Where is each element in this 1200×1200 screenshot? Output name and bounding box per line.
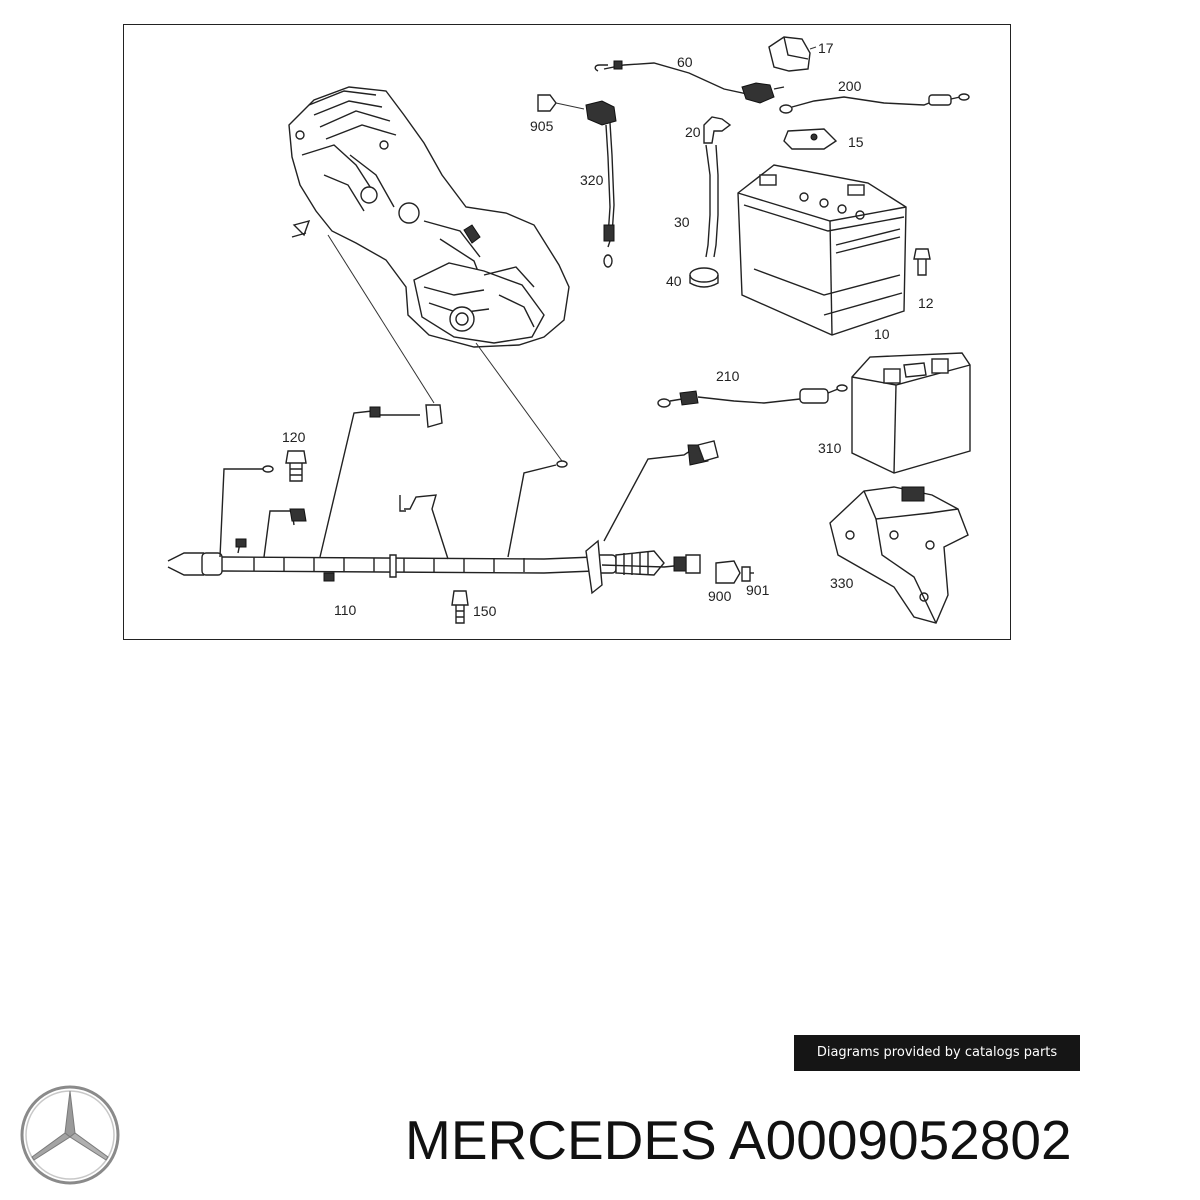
callout-210: 210 [716, 368, 740, 384]
callout-12: 12 [918, 295, 934, 311]
mercedes-star-logo-icon [20, 1085, 120, 1185]
part-905-sensor [537, 94, 585, 112]
callout-40: 40 [666, 273, 682, 289]
part-150-bolt [451, 590, 469, 624]
part-10-main-battery [737, 164, 907, 336]
part-12-bolt [913, 248, 931, 276]
parts-diagram: 17 60 200 905 15 20 320 30 40 12 10 210 … [123, 24, 1011, 640]
callout-905: 905 [530, 118, 554, 134]
part-330-bracket [829, 486, 969, 624]
part-17-terminal-cap [768, 36, 817, 72]
part-110-wiring-harness [167, 404, 719, 595]
parts-diagram-drawing: 17 60 200 905 15 20 320 30 40 12 10 210 … [167, 36, 971, 624]
callout-15: 15 [848, 134, 864, 150]
part-title: MERCEDES A0009052802 [405, 1109, 1072, 1171]
callout-30: 30 [674, 214, 690, 230]
callout-330: 330 [830, 575, 854, 591]
part-310-auxiliary-battery [851, 352, 971, 474]
part-120-bolt [285, 450, 307, 482]
part-200-cable [779, 93, 970, 114]
callout-60: 60 [677, 54, 693, 70]
engine-gearbox-assembly [288, 86, 570, 348]
part-901-connector [741, 566, 754, 582]
callout-10: 10 [874, 326, 890, 342]
callout-150: 150 [473, 603, 497, 619]
callout-900: 900 [708, 588, 732, 604]
callout-320: 320 [580, 172, 604, 188]
callout-20: 20 [685, 124, 701, 140]
part-30-vent-hose [705, 144, 719, 258]
callout-120: 120 [282, 429, 306, 445]
part-20-vent-fitting [703, 116, 732, 144]
part-900-connector [715, 560, 741, 584]
callout-901: 901 [746, 582, 770, 598]
callout-200: 200 [838, 78, 862, 94]
diagram-credit-badge: Diagrams provided by catalogs parts [794, 1035, 1080, 1071]
callout-310: 310 [818, 440, 842, 456]
callout-17: 17 [818, 40, 834, 56]
part-60-cable [594, 60, 785, 104]
part-210-cable [657, 384, 848, 408]
callout-110: 110 [334, 602, 357, 618]
part-40-grommet [689, 267, 719, 288]
part-15-hold-down-clamp [783, 128, 838, 150]
part-320-ground-cable [585, 100, 617, 268]
